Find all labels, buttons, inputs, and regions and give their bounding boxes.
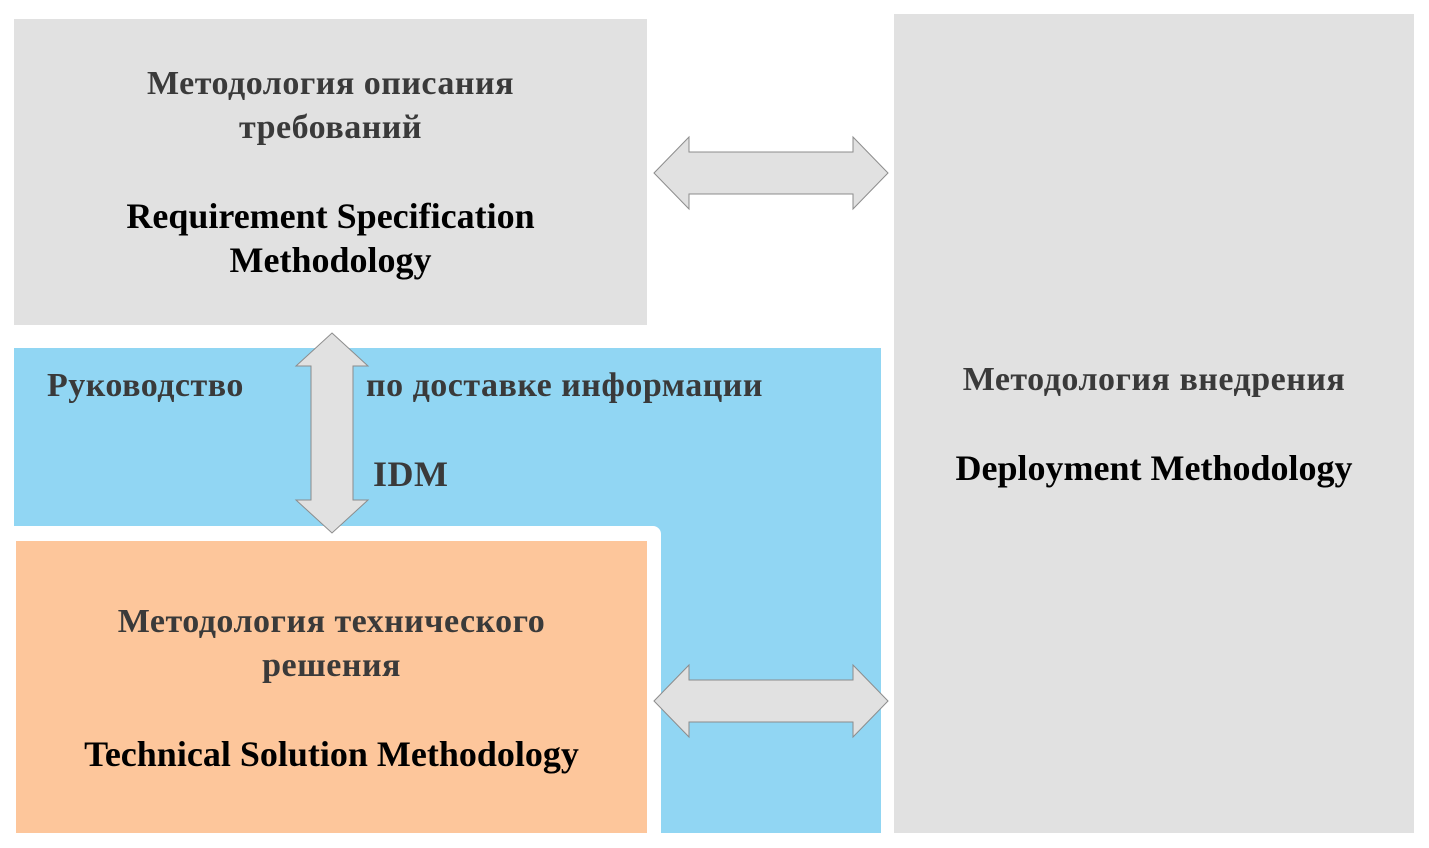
double-arrow-vertical-shape: [294, 332, 370, 534]
deployment-title-en-1: Deployment Methodology: [955, 448, 1353, 488]
deployment-title-ru-1: Методология внедрения: [962, 361, 1346, 398]
idm-title-ru-left: Руководство: [47, 367, 244, 404]
requirement-title-ru-2: требований: [239, 109, 422, 146]
requirement-title-en-1: Requirement Specification: [126, 196, 535, 236]
idm-abbreviation: IDM: [373, 454, 449, 494]
technical-title-en-1: Technical Solution Methodology: [84, 734, 579, 774]
requirement-specification-box: [14, 19, 647, 325]
technical-solution-box: [14, 539, 649, 835]
technical-solution-box-text: Методология технического решения Technic…: [14, 600, 649, 776]
requirement-title-en-2: Methodology: [229, 240, 432, 280]
requirement-box-text: Методология описания требований Requirem…: [14, 62, 647, 282]
double-arrow-horizontal-top-shape: [653, 135, 889, 211]
deployment-methodology-box: [894, 14, 1414, 833]
double-arrow-horizontal-top-icon: [653, 135, 889, 211]
double-arrow-horizontal-bottom-shape: [653, 663, 889, 739]
technical-title-ru-1: Методология технического: [117, 603, 546, 640]
double-arrow-vertical-icon: [294, 332, 370, 534]
deployment-box-text: Методология внедрения Deployment Methodo…: [894, 358, 1414, 490]
double-arrow-horizontal-bottom-icon: [653, 663, 889, 739]
idm-title-ru-right: по доставке информации: [366, 367, 763, 404]
technical-title-ru-2: решения: [262, 647, 401, 684]
requirement-title-ru-1: Методология описания: [146, 65, 515, 102]
